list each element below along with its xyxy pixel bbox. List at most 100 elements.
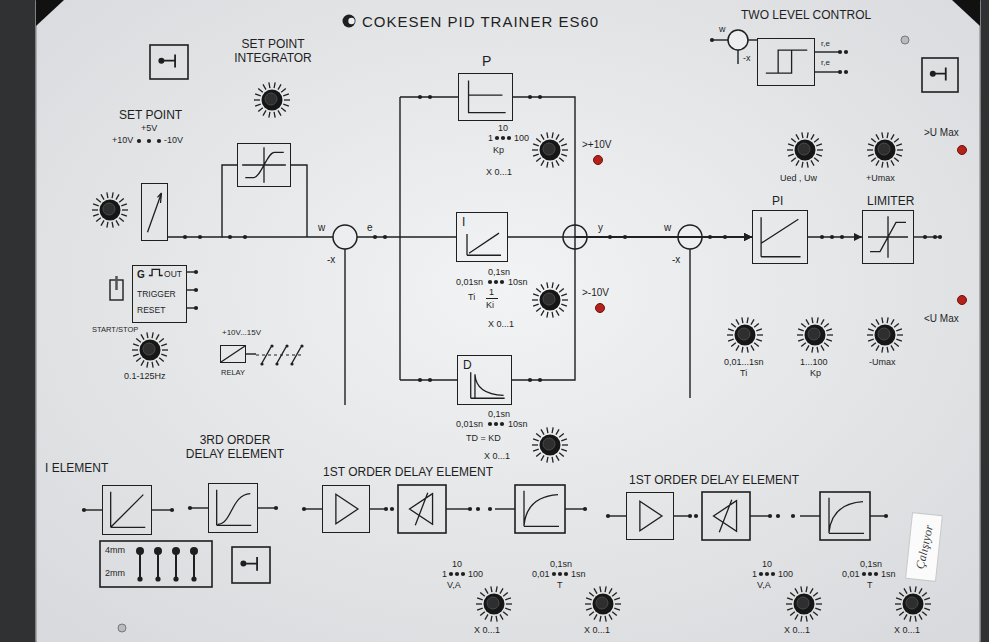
indicator-label: >U Max <box>924 128 959 138</box>
knob-scale-tick <box>747 317 748 323</box>
transfer-curve <box>640 501 662 530</box>
socket-dot <box>488 422 492 426</box>
knob-scale-tick <box>559 288 564 292</box>
knob-scale-tick <box>284 99 290 100</box>
knob-scale-tick <box>161 344 167 346</box>
knob-cap <box>596 597 608 609</box>
knob-scale-tick <box>112 192 113 198</box>
knob-scale-tick <box>547 162 548 168</box>
knob-scale-tick <box>731 343 736 347</box>
block-symbol <box>209 484 257 532</box>
socket-size-label: 4mm <box>105 546 125 555</box>
knob-scale-tick <box>868 339 874 341</box>
knob-scale-tick <box>894 323 899 327</box>
knob-scale-tick <box>795 588 798 593</box>
signal-wire <box>168 165 237 237</box>
wire <box>712 39 728 40</box>
knob-scale-tick <box>812 347 813 353</box>
element-box <box>515 485 565 533</box>
knob-scale-label: X 0...1 <box>894 626 920 635</box>
knob-scale-tick <box>899 612 904 616</box>
knob-scale-tick <box>556 455 559 460</box>
socket-2mm <box>173 576 178 581</box>
block-heading: TWO LEVEL CONTROL <box>741 8 871 22</box>
knob-scale-tick <box>826 329 832 331</box>
knob-scale-tick <box>552 427 553 433</box>
parameter-label: T <box>867 581 873 590</box>
knob-scale-tick <box>547 312 548 318</box>
knob-scale-tick <box>533 154 539 156</box>
socket-link <box>175 551 177 578</box>
socket-dot <box>300 344 303 347</box>
voltage-label: +5V <box>141 124 157 133</box>
element-box <box>702 492 750 540</box>
knob-scale-tick <box>92 209 98 210</box>
knob-scale-label: X 0...1 <box>784 626 810 635</box>
wire <box>344 249 345 405</box>
transfer-curve <box>111 492 146 528</box>
block-heading: 3RD ORDER DELAY ELEMENT <box>181 433 289 462</box>
block-heading: PI <box>772 194 783 208</box>
summing-junction <box>333 225 357 249</box>
wire <box>152 509 172 510</box>
block-text: TRIGGER <box>137 289 182 300</box>
knob-scale-tick <box>824 343 829 347</box>
knob-scale-tick <box>882 132 883 138</box>
knob-scale-tick <box>480 612 485 616</box>
knob-scale-tick <box>536 453 541 457</box>
knob-scale-tick <box>897 334 903 335</box>
knob-scale-tick <box>258 88 263 92</box>
socket-dot <box>82 508 86 512</box>
toggle-lever <box>115 276 118 290</box>
knob-scale-tick <box>896 144 902 146</box>
knob-scale-tick <box>533 304 539 306</box>
knob-scale-tick <box>736 319 739 324</box>
knob-scale-tick <box>876 319 879 324</box>
knob-scale-tick <box>894 343 899 347</box>
socket-dot <box>243 235 247 239</box>
rotary-knob <box>532 427 568 462</box>
setpoint-potentiometer: SET POINT <box>141 183 168 241</box>
socket-dot <box>383 235 387 239</box>
range-label: 10sn <box>508 420 528 429</box>
knob-scale-tick <box>904 588 907 593</box>
gain-block: 1ST ORDER DELAY ELEMENT <box>322 485 370 533</box>
knob-scale-tick <box>263 110 266 115</box>
knob-scale-tick <box>727 334 733 335</box>
two-level-block: TWO LEVEL CONTROL <box>757 38 815 86</box>
knob-cap <box>543 293 555 305</box>
rotary-knob <box>895 586 931 621</box>
transfer-curve <box>766 50 807 73</box>
logo-mark <box>348 18 354 24</box>
knob-scale-tick <box>556 310 559 315</box>
knob-label: Ued , Uw <box>780 174 817 183</box>
socket-dot <box>194 288 198 292</box>
knob-scale-tick <box>887 132 888 138</box>
socket-dot <box>428 95 432 99</box>
knob-scale-tick <box>562 444 568 445</box>
knob-scale-tick <box>93 204 99 206</box>
third-order-block: 3RD ORDER DELAY ELEMENT <box>208 483 258 533</box>
socket-dot <box>488 507 492 511</box>
knob-scale-tick <box>891 345 894 350</box>
knob-scale-tick <box>896 608 902 610</box>
knob-cap <box>487 597 499 609</box>
transfer-curve <box>761 217 800 257</box>
knob-scale-tick <box>162 349 168 350</box>
socket-dot <box>606 514 610 518</box>
knob-scale-tick <box>116 194 119 199</box>
element-symbol <box>829 498 864 534</box>
knob-scale-tick <box>141 334 144 339</box>
knob-body <box>735 325 756 346</box>
wire <box>870 515 886 516</box>
knob-scale-label: X 0...1 <box>584 626 610 635</box>
transfer-curve <box>467 233 501 255</box>
knob-scale-tick <box>925 603 931 604</box>
socket-dot <box>188 506 192 510</box>
knob-scale-tick <box>254 99 260 100</box>
knob-scale-tick <box>904 614 907 619</box>
socket-dot <box>384 507 388 511</box>
block-heading: SET POINT INTEGRATOR <box>231 37 315 66</box>
knob-scale-tick <box>500 614 503 619</box>
socket-dot <box>157 139 161 143</box>
